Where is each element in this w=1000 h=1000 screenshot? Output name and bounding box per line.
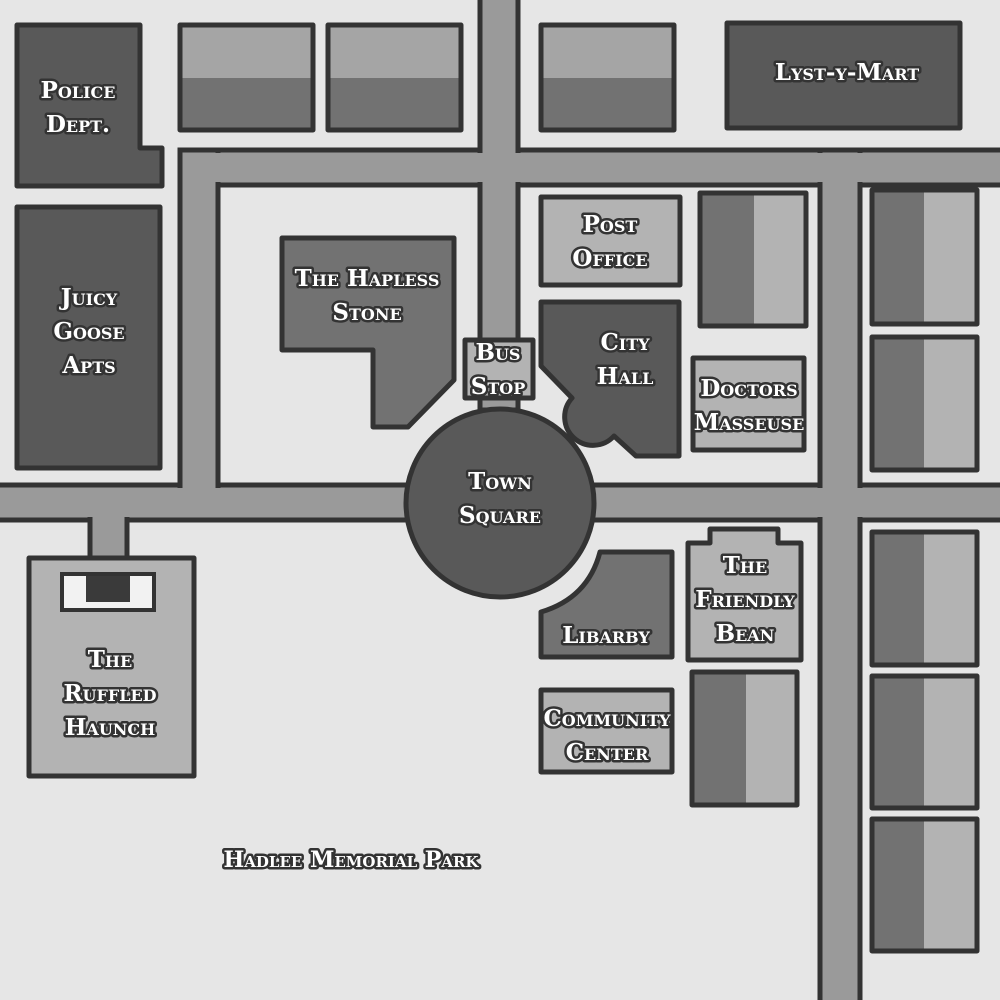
building-top-3[interactable] (538, 22, 677, 133)
post-office-building[interactable] (538, 194, 683, 288)
doctors-masseuse-building[interactable] (690, 355, 807, 453)
city-hall-building[interactable] (538, 299, 682, 459)
libarby-label: Libarby (562, 622, 650, 649)
community-center-building[interactable] (538, 687, 675, 775)
haunch-door (86, 576, 130, 602)
building-striped[interactable] (697, 190, 809, 329)
libarby-building[interactable] (538, 549, 675, 660)
friendly-bean-building[interactable] (685, 526, 804, 663)
police-dept-building[interactable] (14, 22, 165, 189)
bus-stop[interactable] (462, 337, 536, 401)
building-striped[interactable] (689, 669, 800, 808)
building-striped[interactable] (869, 334, 980, 473)
building-striped[interactable] (869, 673, 980, 811)
building-striped[interactable] (869, 529, 980, 668)
building-top-2[interactable] (325, 22, 464, 133)
lyst-y-mart-label: Lyst-y-Mart (775, 59, 919, 86)
building-striped[interactable] (869, 816, 980, 954)
town-square[interactable] (403, 406, 597, 600)
building-striped[interactable] (869, 187, 980, 327)
striped-buildings (689, 187, 980, 954)
building-top-1[interactable] (177, 22, 316, 133)
lyst-y-mart-building[interactable] (724, 20, 963, 131)
ruffled-haunch-building[interactable] (26, 555, 197, 779)
hadlee-memorial-park-label: Hadlee Memorial Park (224, 847, 480, 873)
hapless-stone-building[interactable] (279, 235, 457, 430)
buildings (14, 20, 980, 954)
juicy-goose-apts-building[interactable] (14, 204, 163, 471)
